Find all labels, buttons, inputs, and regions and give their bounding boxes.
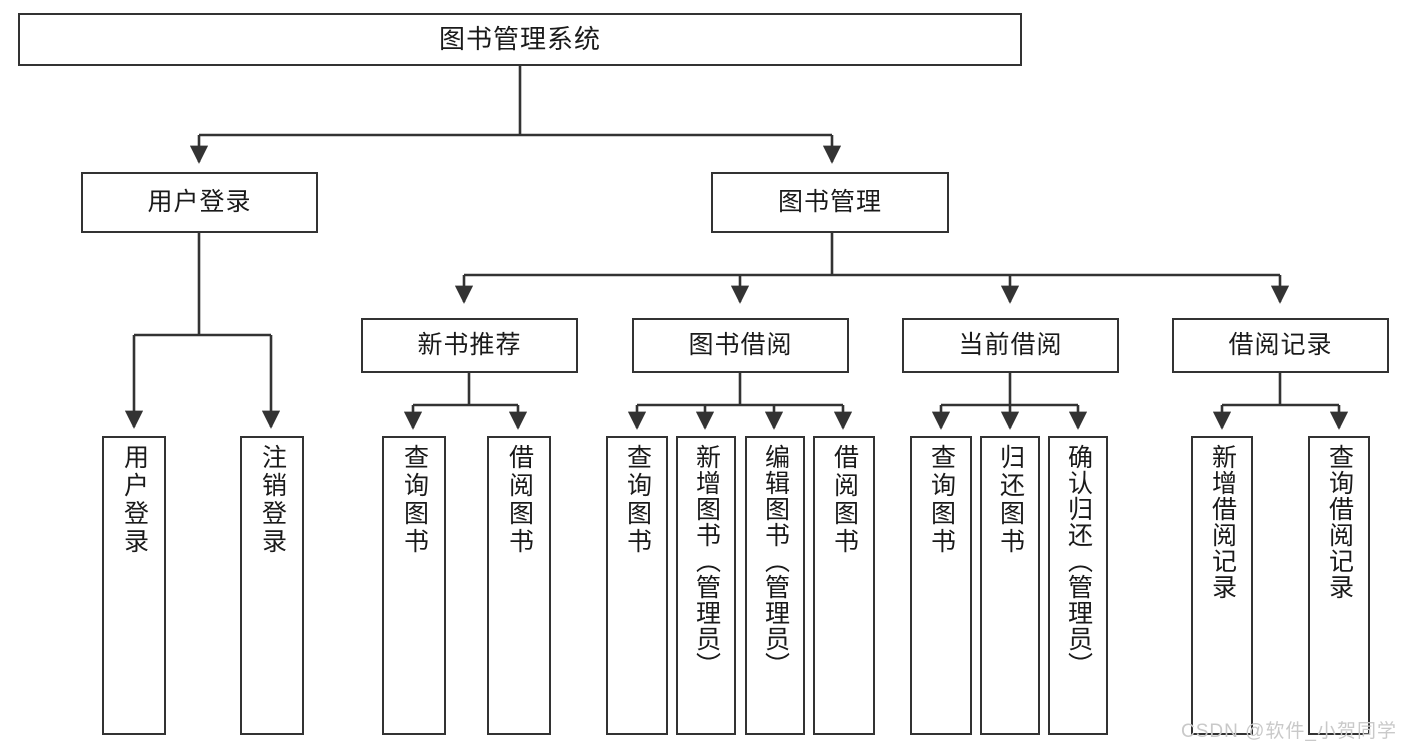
leaf-query-book-1-label: 查询图书 — [400, 444, 429, 556]
leaf-edit-book-label: 编辑图书（管理员） — [761, 444, 790, 678]
node-root-label: 图书管理系统 — [438, 24, 601, 55]
leaf-user-login[interactable]: 用户登录 — [102, 436, 166, 735]
leaf-borrow-book-1[interactable]: 借阅图书 — [487, 436, 551, 735]
node-user-login-label: 用户登录 — [147, 187, 252, 216]
leaf-confirm-return-label: 确认归还（管理员） — [1064, 444, 1093, 678]
leaf-query-book-1[interactable]: 查询图书 — [382, 436, 446, 735]
node-new-book-rec[interactable]: 新书推荐 — [361, 318, 578, 373]
csdn-watermark: CSDN @软件_小贺同学 — [1181, 721, 1397, 742]
leaf-query-book-3[interactable]: 查询图书 — [910, 436, 972, 735]
leaf-add-book[interactable]: 新增图书（管理员） — [676, 436, 736, 735]
node-current-borrow-label: 当前借阅 — [958, 330, 1063, 359]
leaf-return-book[interactable]: 归还图书 — [980, 436, 1040, 735]
leaf-add-book-label: 新增图书（管理员） — [692, 444, 721, 678]
node-book-manage[interactable]: 图书管理 — [711, 172, 949, 233]
leaf-confirm-return[interactable]: 确认归还（管理员） — [1048, 436, 1108, 735]
leaf-return-book-label: 归还图书 — [996, 444, 1025, 556]
node-borrow-record[interactable]: 借阅记录 — [1172, 318, 1389, 373]
node-book-manage-label: 图书管理 — [777, 187, 882, 216]
leaf-user-login-label: 用户登录 — [120, 444, 149, 556]
leaf-user-logout[interactable]: 注销登录 — [240, 436, 304, 735]
leaf-borrow-book-2[interactable]: 借阅图书 — [813, 436, 875, 735]
leaf-query-record-label: 查询借阅记录 — [1325, 444, 1354, 600]
node-current-borrow[interactable]: 当前借阅 — [902, 318, 1119, 373]
leaf-borrow-book-2-label: 借阅图书 — [830, 444, 859, 556]
leaf-add-record-label: 新增借阅记录 — [1208, 444, 1237, 600]
node-new-book-rec-label: 新书推荐 — [417, 330, 522, 359]
node-root[interactable]: 图书管理系统 — [18, 13, 1022, 66]
node-book-borrow[interactable]: 图书借阅 — [632, 318, 849, 373]
leaf-query-book-2-label: 查询图书 — [623, 444, 652, 556]
leaf-query-book-2[interactable]: 查询图书 — [606, 436, 668, 735]
leaf-user-logout-label: 注销登录 — [258, 444, 287, 556]
leaf-borrow-book-1-label: 借阅图书 — [505, 444, 534, 556]
leaf-query-book-3-label: 查询图书 — [927, 444, 956, 556]
leaf-edit-book[interactable]: 编辑图书（管理员） — [745, 436, 805, 735]
leaf-query-record[interactable]: 查询借阅记录 — [1308, 436, 1370, 735]
leaf-add-record[interactable]: 新增借阅记录 — [1191, 436, 1253, 735]
node-borrow-record-label: 借阅记录 — [1228, 330, 1333, 359]
node-book-borrow-label: 图书借阅 — [688, 330, 793, 359]
node-user-login[interactable]: 用户登录 — [81, 172, 318, 233]
